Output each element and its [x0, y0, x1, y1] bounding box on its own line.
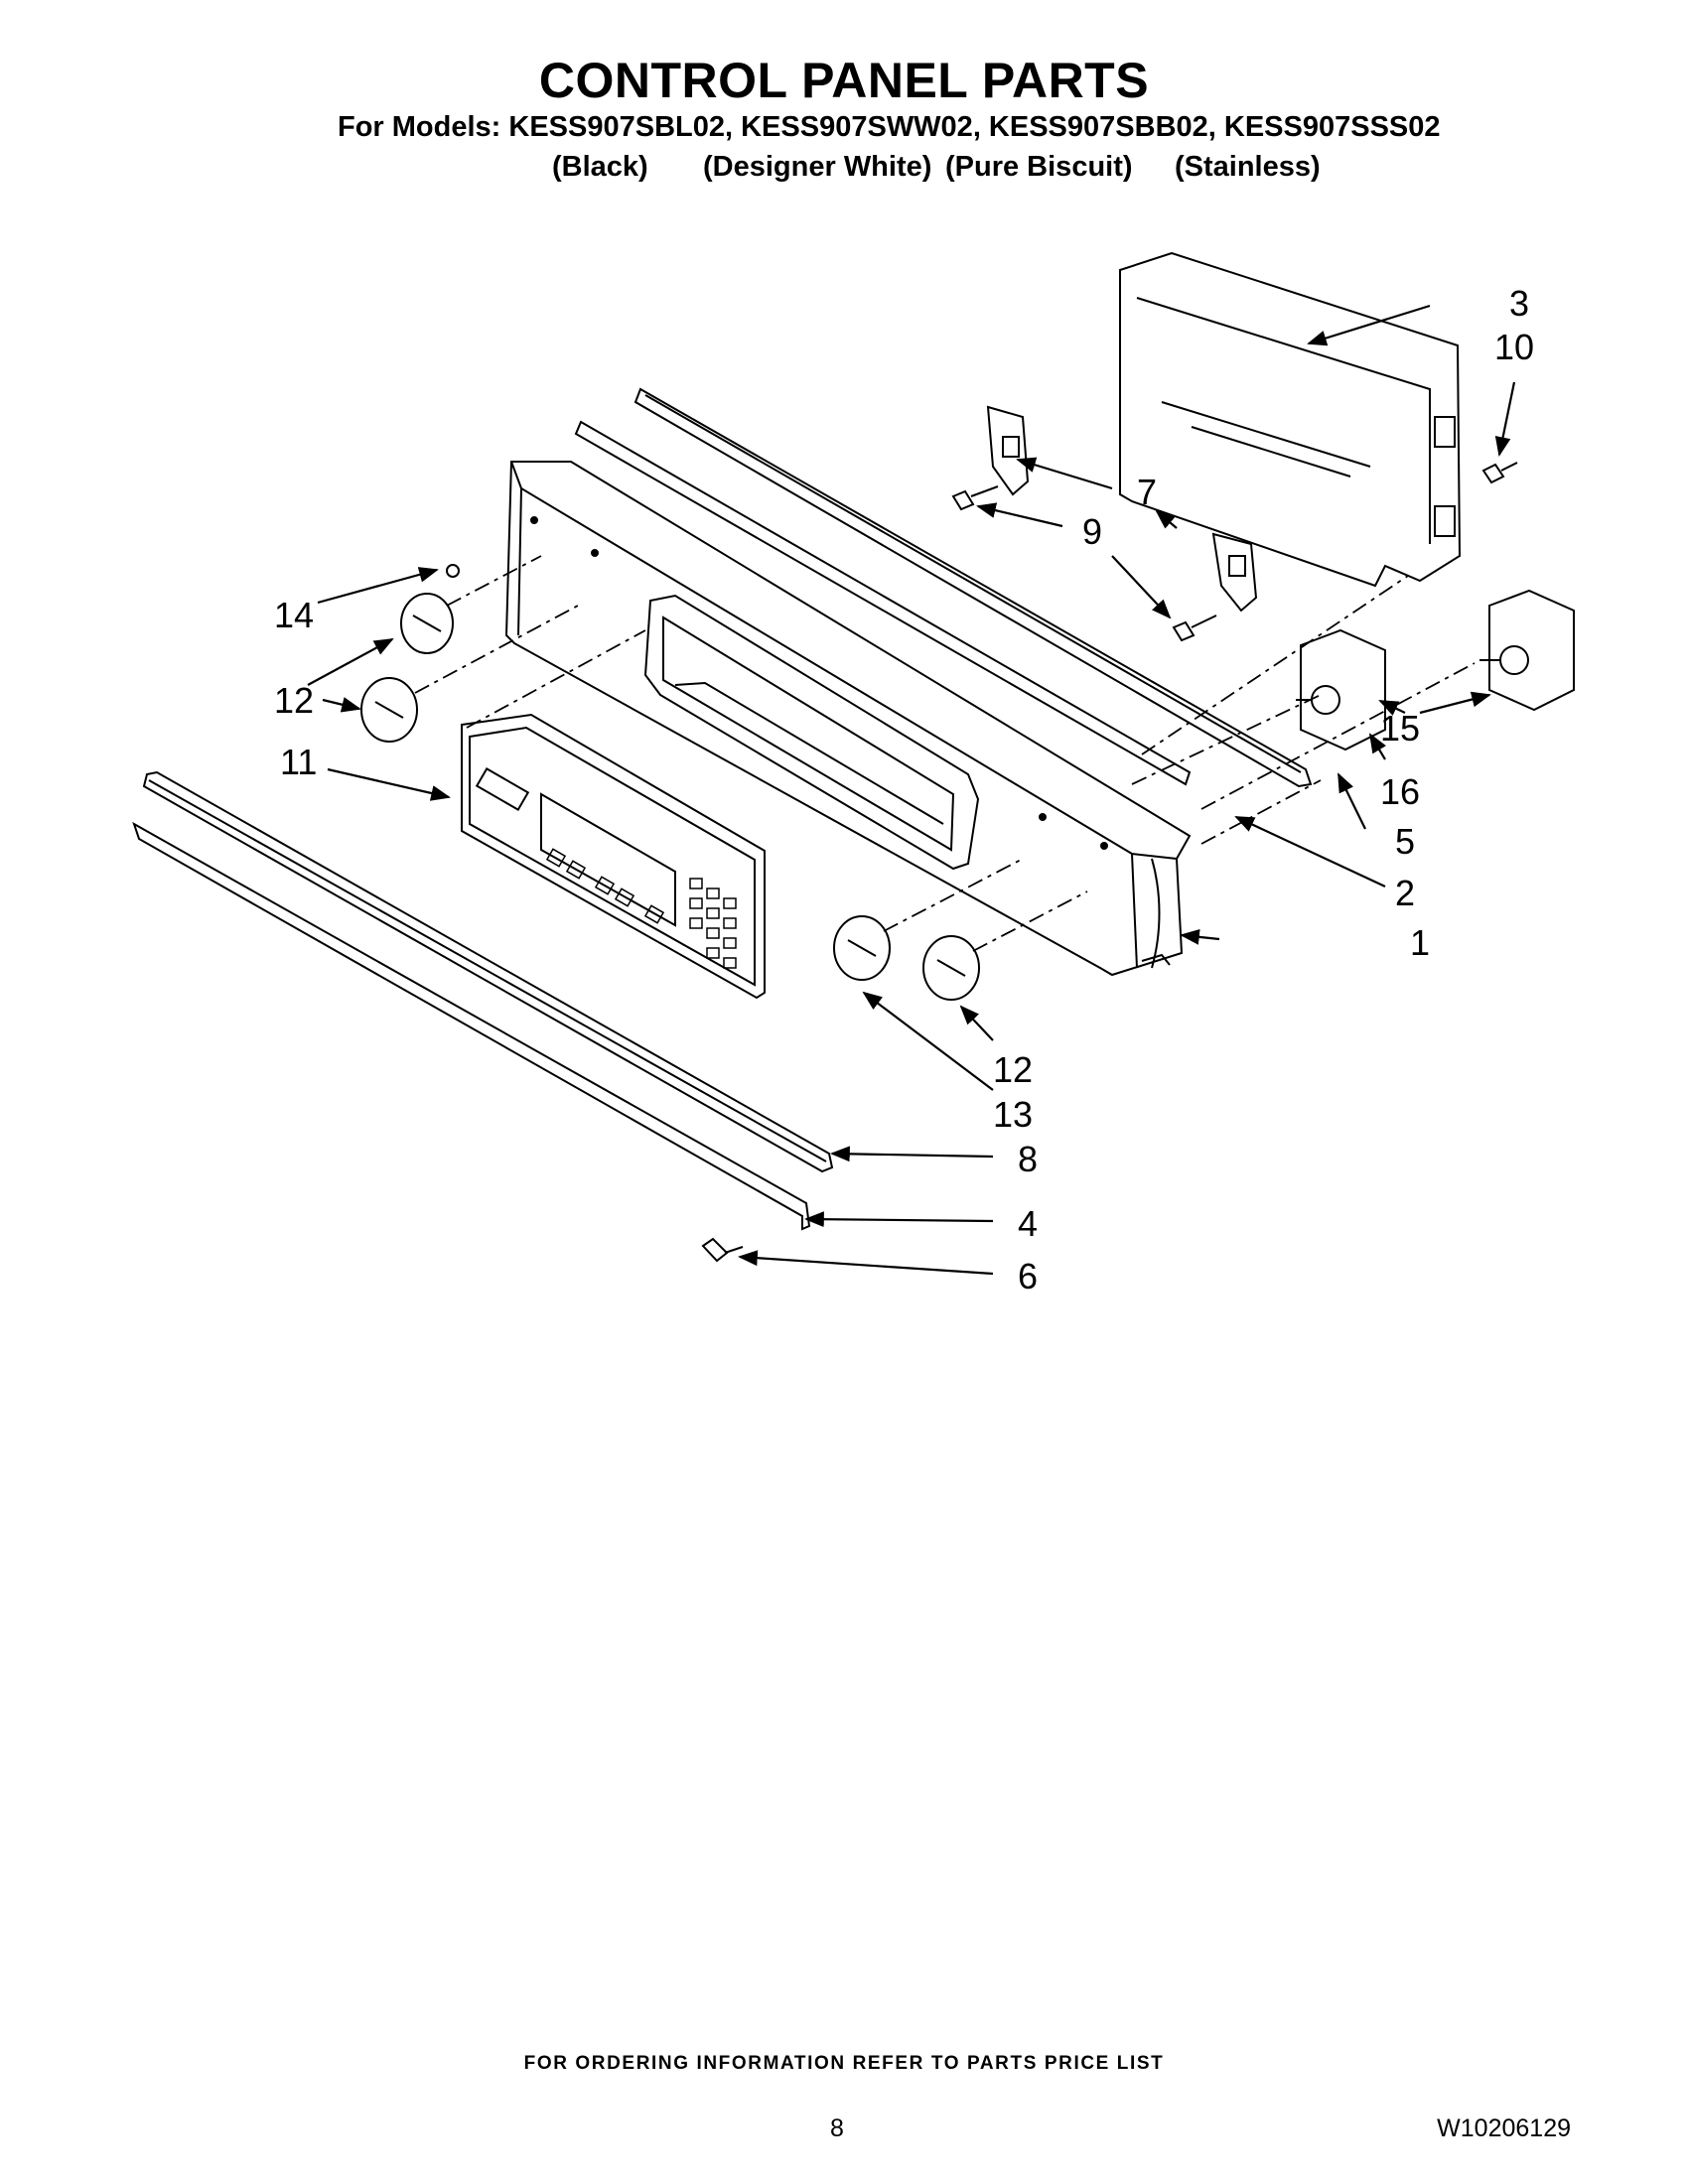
- part-12-knob-upper: [400, 593, 454, 654]
- part-5-trim-strip: [633, 387, 1313, 788]
- models-line: For Models: KESS907SBL02, KESS907SWW02, …: [338, 111, 1441, 143]
- page-title: CONTROL PANEL PARTS: [538, 53, 1150, 108]
- callout-2: 2: [1395, 873, 1415, 913]
- callout-15: 15: [1380, 708, 1420, 749]
- color-label-designer-white: (Designer White): [703, 151, 932, 183]
- part-10-screw: [1481, 462, 1518, 484]
- assembly-centerlines: [414, 555, 1476, 952]
- part-12-knob-left: [360, 677, 418, 743]
- callout-16: 16: [1380, 771, 1420, 812]
- part-2-panel-strip: [574, 420, 1192, 786]
- callout-8: 8: [1018, 1139, 1038, 1179]
- callout-leaders: [307, 304, 1516, 1276]
- part-9-screw-b: [1172, 614, 1217, 642]
- ordering-note: FOR ORDERING INFORMATION REFER TO PARTS …: [523, 2053, 1165, 2074]
- part-6-screw: [701, 1237, 744, 1263]
- color-label-stainless: (Stainless): [1175, 151, 1321, 183]
- part-9-screw-a: [951, 485, 999, 511]
- part-12-knob-right: [922, 935, 980, 1001]
- part-7-bracket-b: [1211, 532, 1258, 613]
- callout-12-right: 12: [993, 1049, 1033, 1090]
- document-number: W10206129: [1437, 2115, 1571, 2142]
- callout-3: 3: [1509, 283, 1529, 324]
- page-number: 8: [830, 2115, 844, 2142]
- part-3-control-board: [1119, 251, 1462, 588]
- callout-6: 6: [1018, 1256, 1038, 1297]
- part-11-control-overlay: [461, 713, 766, 1000]
- part-8-front-trim: [142, 770, 834, 1173]
- part-15-selector-switch-a: [1296, 628, 1386, 751]
- callout-10: 10: [1494, 327, 1534, 367]
- color-label-pure-biscuit: (Pure Biscuit): [945, 151, 1133, 183]
- part-13-knob: [833, 915, 891, 981]
- color-label-black: (Black): [552, 151, 648, 183]
- part-7-bracket-a: [986, 405, 1030, 496]
- callout-12-left: 12: [274, 680, 314, 721]
- callout-14: 14: [274, 595, 314, 635]
- callout-1: 1: [1410, 922, 1430, 963]
- callout-4: 4: [1018, 1203, 1038, 1244]
- callout-5: 5: [1395, 821, 1415, 862]
- part-14-screw: [446, 564, 460, 578]
- part-4-lower-trim: [132, 821, 811, 1231]
- callout-9: 9: [1082, 511, 1102, 552]
- callout-11: 11: [280, 742, 317, 782]
- callout-7: 7: [1137, 472, 1157, 512]
- part-15-selector-switch-b: [1479, 589, 1575, 712]
- part-1-control-panel: [504, 461, 1192, 977]
- callout-labels: 1 2 3 4 5 6 7 8 9 10 11 12 12 13 14 15 1…: [274, 283, 1534, 1297]
- callout-13: 13: [993, 1094, 1033, 1135]
